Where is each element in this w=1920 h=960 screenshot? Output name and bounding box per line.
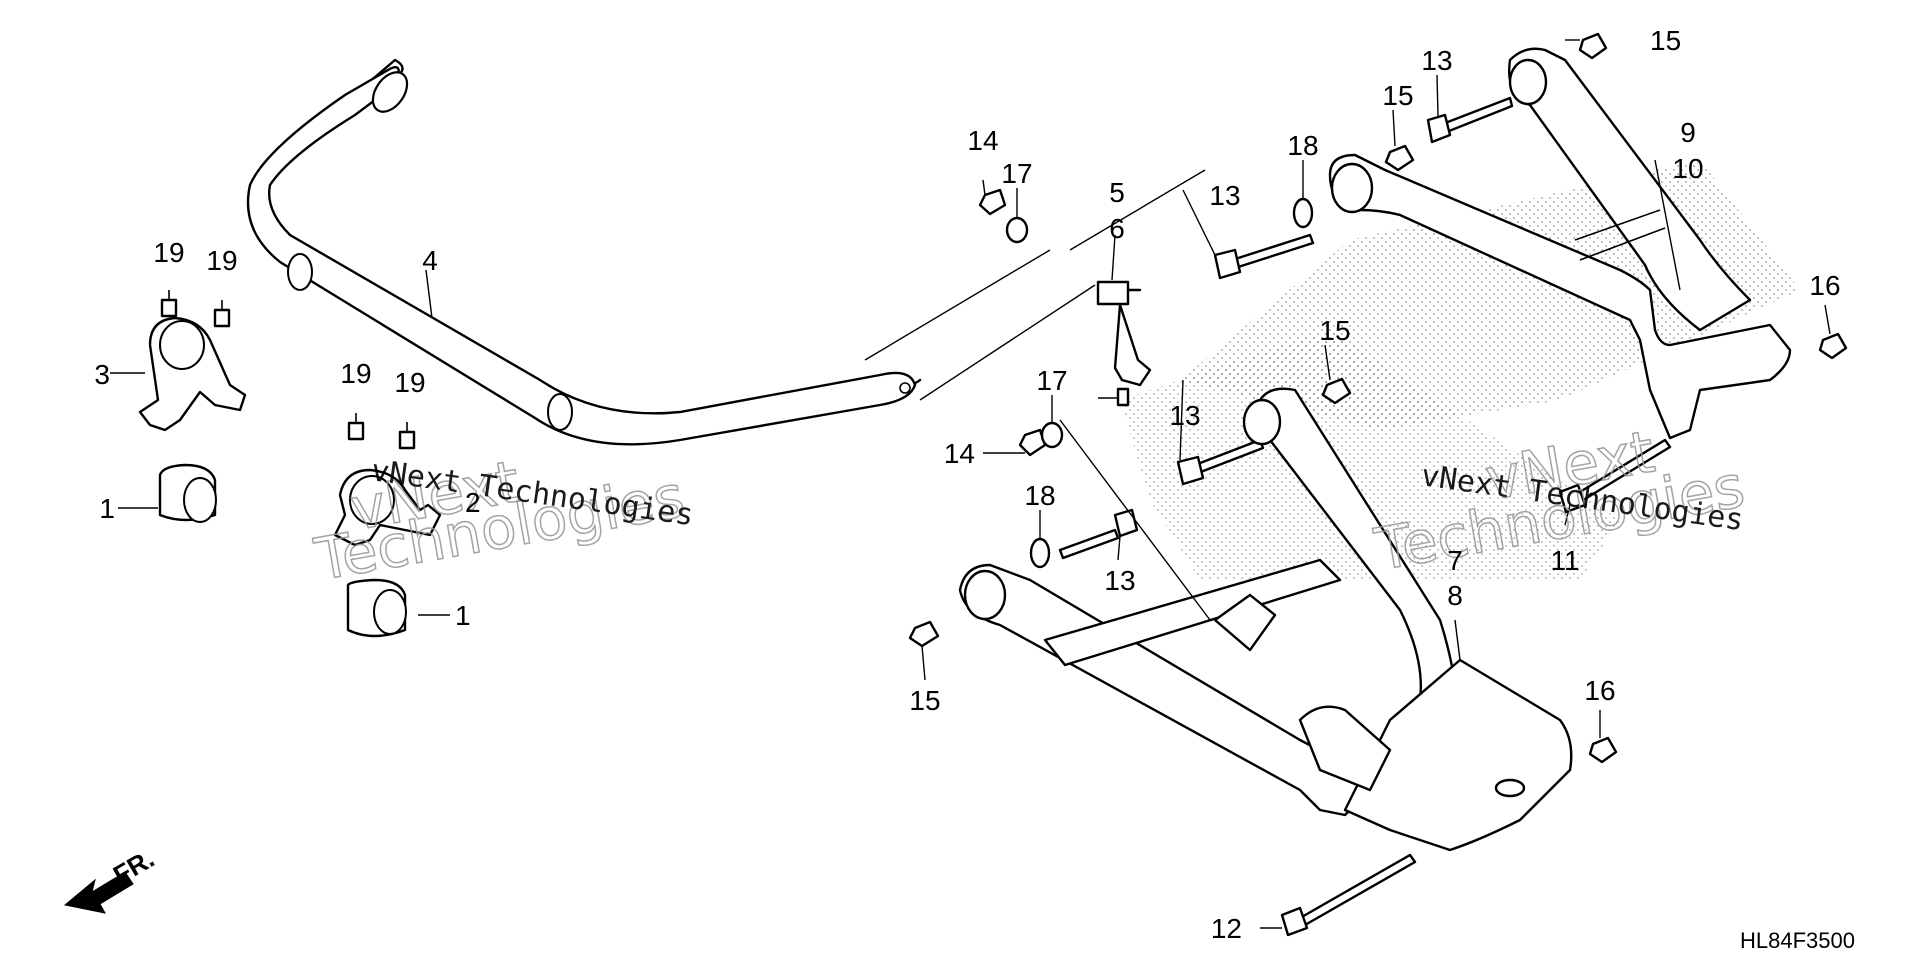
washer-17-icon (1005, 216, 1064, 449)
callout-13: 13 (1209, 180, 1240, 211)
lower-arm (958, 387, 1573, 852)
callout-15: 15 (909, 685, 940, 716)
stabilizer-holder-upper (138, 316, 247, 432)
stabilizer-bar (246, 58, 922, 446)
callout-3: 3 (94, 359, 110, 390)
callout-15: 15 (1319, 315, 1350, 346)
callout-17: 17 (1001, 158, 1032, 189)
bolt-13-icon (1058, 96, 1514, 560)
callout-13: 13 (1169, 400, 1200, 431)
front-arrow-icon: FR. (63, 843, 159, 914)
stabilizer-bushing-upper (158, 463, 217, 523)
callout-2: 2 (465, 487, 481, 518)
callout-7: 7 (1447, 545, 1463, 576)
nut-15-icon (908, 32, 1608, 648)
bolt-19-icon (160, 290, 416, 450)
callout-1: 1 (455, 600, 471, 631)
callout-19: 19 (153, 237, 184, 268)
callout-14: 14 (944, 438, 975, 469)
stabilizer-link (1096, 280, 1152, 407)
callout-labels: 1 1 2 3 4 5 6 7 8 9 10 11 12 13 13 13 13… (94, 25, 1840, 944)
callout-16: 16 (1809, 270, 1840, 301)
stabilizer-bushing-lower (346, 578, 407, 638)
callout-18: 18 (1024, 480, 1055, 511)
callout-5: 5 (1109, 177, 1125, 208)
callout-16: 16 (1584, 675, 1615, 706)
nut-16-icon (1588, 332, 1848, 764)
callout-17: 17 (1036, 365, 1067, 396)
callout-14: 14 (967, 125, 998, 156)
callout-18: 18 (1287, 130, 1318, 161)
callout-1: 1 (99, 493, 115, 524)
callout-13: 13 (1421, 45, 1452, 76)
callout-19: 19 (206, 245, 237, 276)
leader-lines (110, 39, 1831, 929)
callout-15: 15 (1650, 25, 1681, 56)
upper-arm (1328, 47, 1792, 440)
callout-11: 11 (1550, 545, 1579, 576)
diagram-code: HL84F3500 (1740, 928, 1855, 953)
callout-15: 15 (1382, 80, 1413, 111)
callout-4: 4 (422, 245, 438, 276)
bolt-11-icon (1558, 438, 1672, 514)
bolt-12-icon (1280, 853, 1417, 937)
callout-9: 9 (1680, 117, 1696, 148)
callout-8: 8 (1447, 580, 1463, 611)
nut-14-icon (978, 188, 1047, 457)
callout-19: 19 (394, 367, 425, 398)
stabilizer-holder-lower (333, 468, 442, 547)
callout-10: 10 (1672, 153, 1703, 184)
callout-19: 19 (340, 358, 371, 389)
callout-6: 6 (1109, 213, 1125, 244)
shadow-region-lower (1120, 330, 1620, 580)
washer-18-icon (1029, 197, 1314, 569)
callout-12: 12 (1211, 913, 1242, 944)
watermark: vNext Technologies vNext Technologies vN… (309, 417, 1750, 595)
callout-13: 13 (1104, 565, 1135, 596)
